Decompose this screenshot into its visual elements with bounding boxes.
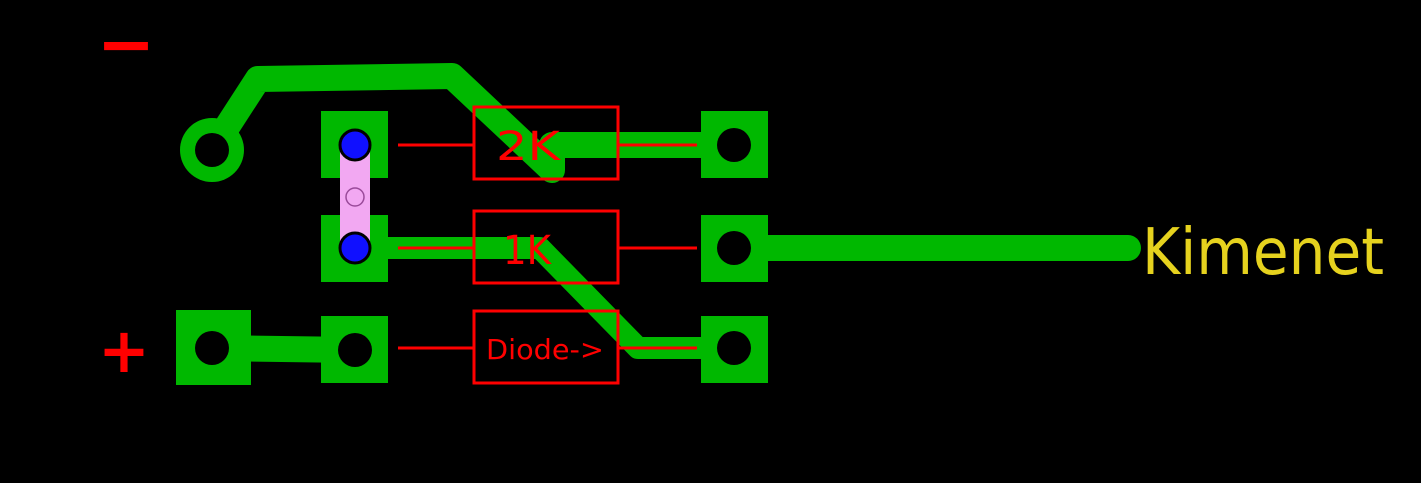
hole-plus xyxy=(195,331,229,365)
via-dot-icon xyxy=(338,231,372,265)
label-diode: Diode-> xyxy=(486,333,604,366)
jumper-wire-icon[interactable] xyxy=(338,128,372,265)
hole-1k-right xyxy=(717,231,751,265)
trace-minus xyxy=(199,63,747,183)
hole-diode-right xyxy=(717,331,751,365)
component-1k[interactable] xyxy=(398,209,697,285)
drill-holes xyxy=(195,128,751,367)
jumper-body xyxy=(340,145,370,248)
body-2k xyxy=(472,105,620,181)
label-1k: 1K xyxy=(503,228,553,274)
hole-diode-left xyxy=(338,333,372,367)
component-diode[interactable] xyxy=(398,309,697,385)
plus-label: + xyxy=(98,314,150,387)
via-dot-icon xyxy=(338,128,372,162)
minus-label: − xyxy=(97,3,156,85)
label-2k: 2K xyxy=(496,124,562,170)
hole-minus xyxy=(195,133,229,167)
hole-2k-right xyxy=(717,128,751,162)
output-label: Kimenet xyxy=(1142,216,1384,290)
copper-pads xyxy=(176,111,768,385)
silkscreen xyxy=(398,105,697,385)
jumper-center-mark xyxy=(345,187,365,207)
component-2k[interactable] xyxy=(398,105,697,181)
